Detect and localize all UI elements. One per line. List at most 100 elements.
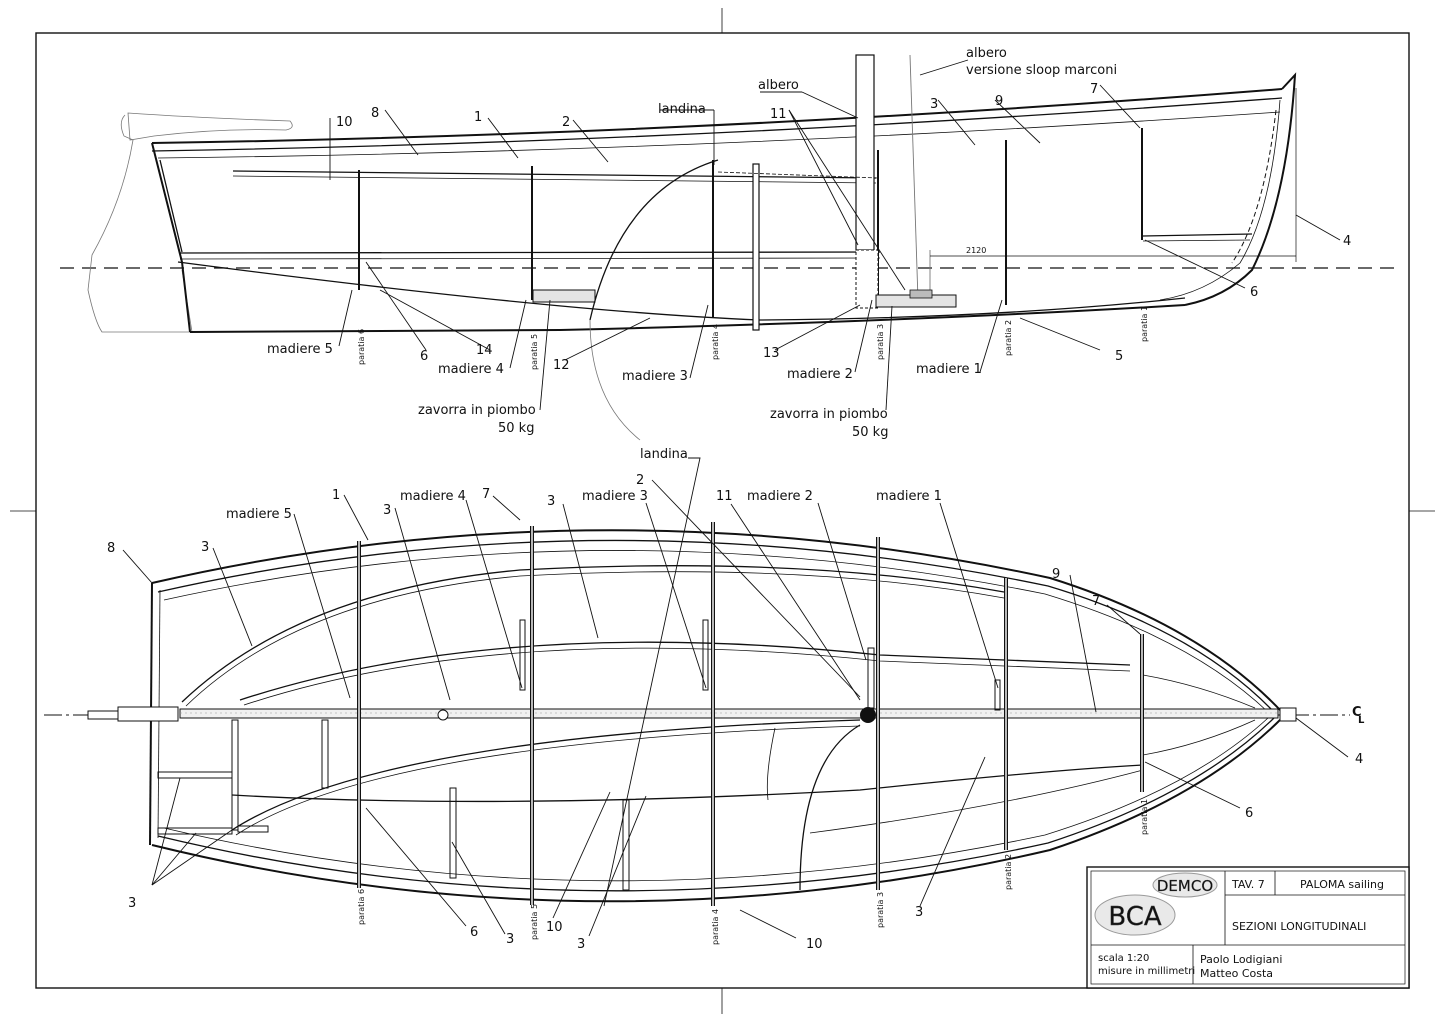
svg-text:DEMCO: DEMCO: [1157, 877, 1213, 895]
side-paratia-4: paratia 4: [711, 324, 720, 360]
stringer-top-4: [243, 647, 1131, 706]
drawing-subject: SEZIONI LONGITUDINALI: [1232, 920, 1366, 933]
hull-inner-bottom: [157, 717, 1275, 892]
label-13-side: 13: [763, 346, 780, 361]
side-paratia-5: paratia 5: [530, 334, 539, 370]
label-1-plan: 1: [332, 488, 340, 503]
centerline-mark-l: L: [1358, 715, 1365, 726]
author-2: Matteo Costa: [1200, 967, 1273, 980]
ballast-aft: [532, 289, 596, 303]
side-paratia-1: paratia 1: [1140, 306, 1149, 342]
label-12-side: 12: [553, 358, 570, 373]
label-3a-plan: 3: [383, 503, 391, 518]
label-8-side: 8: [371, 106, 379, 121]
centerboard-arc: [589, 159, 719, 321]
label-zavorra-aft: zavorra in piombo: [418, 403, 536, 418]
label-1-side: 1: [474, 110, 482, 125]
label-madiere3-side: madiere 3: [622, 369, 688, 384]
label-6-side: 6: [1250, 285, 1258, 300]
scale: scala 1:20: [1098, 953, 1149, 964]
transom-inner: [159, 159, 183, 253]
bow-fitting: [1279, 707, 1297, 722]
cockpit-curve: [799, 724, 861, 891]
rudder: [87, 114, 193, 333]
label-madiere3-plan: madiere 3: [582, 489, 648, 504]
plan-paratia-4: paratia 4: [711, 909, 720, 945]
label-madiere4-plan: madiere 4: [400, 489, 466, 504]
label-9-side: 9: [995, 94, 1003, 109]
keel-inner: [177, 261, 1186, 321]
transom: [151, 142, 191, 333]
label-50kg-aft: 50 kg: [498, 421, 534, 436]
plan-view: paratia 6 paratia 5 paratia 4 paratia 3 …: [44, 447, 1365, 952]
label-9-plan: 9: [1052, 567, 1060, 582]
sheer-inner: [157, 111, 1281, 159]
label-landina-side: landina: [658, 102, 706, 117]
label-6b-plan: 6: [470, 925, 478, 940]
drain-hole: [437, 709, 449, 721]
units: misure in millimetri: [1098, 966, 1195, 977]
keel-bottom: [189, 304, 1186, 333]
stringer-bot-1: [231, 719, 861, 831]
cockpit-curve-2: [766, 727, 776, 801]
hull-inner2-bottom: [163, 717, 1269, 882]
ballast-block: [909, 289, 933, 299]
label-madiere2-plan: madiere 2: [747, 489, 813, 504]
label-madiere2-side: madiere 2: [787, 367, 853, 382]
label-10b-plan: 10: [806, 937, 823, 952]
lower-stringer-2: [179, 257, 881, 260]
stringer-bot-2: [231, 764, 1144, 803]
plan-paratia-2: paratia 2: [1004, 854, 1013, 890]
label-3f-plan: 3: [577, 937, 585, 952]
stringer-top-2: [239, 641, 1131, 701]
side-paratia-6: paratia 6: [357, 329, 366, 365]
hull-inner-top: [157, 539, 1275, 713]
hull-inner2-top: [163, 550, 1269, 713]
dim-2120: 2120: [966, 246, 986, 255]
plan-bulkheads: [357, 522, 1144, 906]
sheer-top: [151, 88, 1283, 144]
hull-outline-top: [151, 529, 1283, 713]
stem-dash: [1231, 109, 1277, 264]
label-7b-plan: 7: [1092, 594, 1100, 609]
author-1: Paolo Lodigiani: [1200, 953, 1282, 966]
label-8-plan: 8: [107, 541, 115, 556]
label-50kg-fwd: 50 kg: [852, 425, 888, 440]
label-11-plan: 11: [716, 489, 733, 504]
lower-stringer: [179, 251, 881, 254]
label-madiere5-plan: madiere 5: [226, 507, 292, 522]
seat-rail: [232, 170, 877, 179]
stringer-bot-4: [809, 769, 1144, 834]
tiller: [127, 112, 293, 141]
plan-paratia-1: paratia 1: [1140, 799, 1149, 835]
centerboard-arc-grey: [589, 319, 641, 441]
side-paratia-3: paratia 3: [876, 324, 885, 360]
label-11-side: 11: [770, 107, 787, 122]
plan-paratia-6: paratia 6: [357, 889, 366, 925]
sheet-border: [35, 32, 1410, 989]
label-4-side: 4: [1343, 234, 1351, 249]
label-10-side: 10: [336, 115, 353, 130]
label-3g-plan: 3: [915, 905, 923, 920]
plan-paratia-3: paratia 3: [876, 892, 885, 928]
label-7a-plan: 7: [482, 487, 490, 502]
side-view: 2120: [60, 46, 1396, 441]
centerline-mark: C: [1352, 705, 1362, 720]
stem: [1184, 72, 1297, 306]
label-3-side: 3: [930, 97, 938, 112]
keel-strip: [179, 708, 1279, 719]
aft-compartments: [157, 619, 1001, 891]
stem-inner: [1159, 99, 1281, 301]
bca-demco-logo: DEMCO BCA: [1094, 872, 1218, 936]
label-10a-plan: 10: [546, 920, 563, 935]
svg-text:BCA: BCA: [1108, 902, 1162, 932]
label-albero-sloop: albero: [966, 46, 1007, 61]
label-madiere4-side: madiere 4: [438, 362, 504, 377]
label-5-side: 5: [1115, 349, 1123, 364]
label-3b-plan: 3: [547, 494, 555, 509]
side-leaders: [329, 59, 1341, 411]
label-7-side: 7: [1090, 82, 1098, 97]
stringer-bot-3: [235, 725, 861, 836]
seat-rail-2: [232, 175, 877, 184]
trunk: [752, 163, 760, 331]
